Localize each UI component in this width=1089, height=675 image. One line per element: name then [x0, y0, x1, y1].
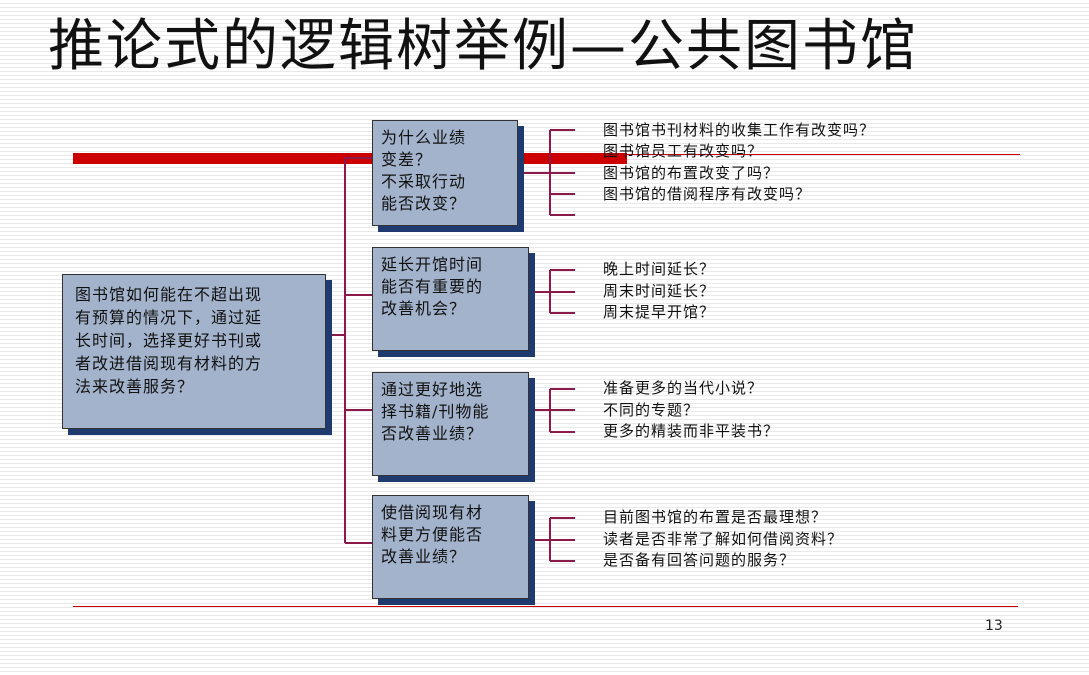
subquestion-item: 读者是否非常了解如何借阅资料？	[603, 529, 844, 548]
branch-4-line: 料更方便能否	[381, 525, 484, 544]
subquestion-item: 图书馆的布置改变了吗？	[603, 163, 780, 182]
root-line: 图书馆如何能在不超出现	[75, 285, 263, 304]
branch-box-1: 为什么业绩 变差？ 不采取行动 能否改变？	[372, 120, 518, 226]
subquestion-item: 周末提早开馆？	[603, 303, 716, 321]
subquestion-item: 是否备有回答问题的服务？	[603, 551, 796, 569]
page-number: 13	[985, 618, 1003, 634]
subquestion-item: 不同的专题？	[603, 400, 700, 419]
subquestion-item: 图书馆的借阅程序有改变吗？	[603, 185, 812, 203]
branch-4-subquestions: 目前图书馆的布置是否最理想？ 读者是否非常了解如何借阅资料？ 是否备有回答问题的…	[603, 507, 843, 572]
footer-line	[73, 606, 1018, 607]
root-question-box: 图书馆如何能在不超出现 有预算的情况下，通过延 长时间，选择更好书刊或 者改进借…	[62, 274, 326, 429]
subquestion-item: 晚上时间延长？	[603, 260, 716, 278]
branch-2-line: 改善机会？	[381, 299, 467, 318]
subquestion-item: 目前图书馆的布置是否最理想？	[603, 508, 828, 526]
branch-4-line: 改善业绩？	[381, 547, 467, 566]
branch-box-4: 使借阅现有材 料更方便能否 改善业绩？	[372, 495, 529, 599]
branch-box-2: 延长开馆时间 能否有重要的 改善机会？	[372, 247, 529, 351]
root-line: 长时间，选择更好书刊或	[75, 331, 263, 350]
branch-2-line: 延长开馆时间	[381, 255, 484, 274]
slide-title: 推论式的逻辑树举例—公共图书馆	[48, 14, 918, 79]
subquestion-item: 图书馆书刊材料的收集工作有改变吗？	[603, 121, 876, 139]
root-line: 有预算的情况下，通过延	[75, 308, 263, 327]
branch-3-line: 通过更好地选	[381, 380, 484, 399]
root-line: 者改进借阅现有材料的方	[75, 354, 263, 373]
branch-2-line: 能否有重要的	[381, 277, 484, 296]
branch-1-line: 不采取行动	[381, 172, 467, 191]
branch-box-3: 通过更好地选 择书籍/刊物能 否改善业绩？	[372, 372, 529, 476]
branch-1-subquestions: 图书馆书刊材料的收集工作有改变吗？ 图书馆员工有改变吗？ 图书馆的布置改变了吗？…	[603, 120, 963, 206]
branch-1-line: 为什么业绩	[381, 128, 467, 147]
subquestion-item: 周末时间延长？	[603, 281, 716, 300]
branch-3-line: 否改善业绩？	[381, 424, 484, 443]
branch-1-line: 能否改变？	[381, 194, 467, 213]
branch-1-line: 变差？	[381, 150, 433, 169]
subquestion-item: 图书馆员工有改变吗？	[603, 142, 764, 160]
branch-3-line: 择书籍/刊物能	[381, 402, 490, 421]
root-line: 法来改善服务？	[75, 377, 195, 396]
subquestion-item: 准备更多的当代小说？	[603, 379, 764, 397]
branch-2-subquestions: 晚上时间延长？ 周末时间延长？ 周末提早开馆？	[603, 259, 715, 324]
subquestion-item: 更多的精装而非平装书？	[603, 422, 780, 440]
branch-3-subquestions: 准备更多的当代小说？ 不同的专题？ 更多的精装而非平装书？	[603, 378, 779, 443]
branch-4-line: 使借阅现有材	[381, 503, 484, 522]
title-underline-line	[627, 154, 1020, 155]
